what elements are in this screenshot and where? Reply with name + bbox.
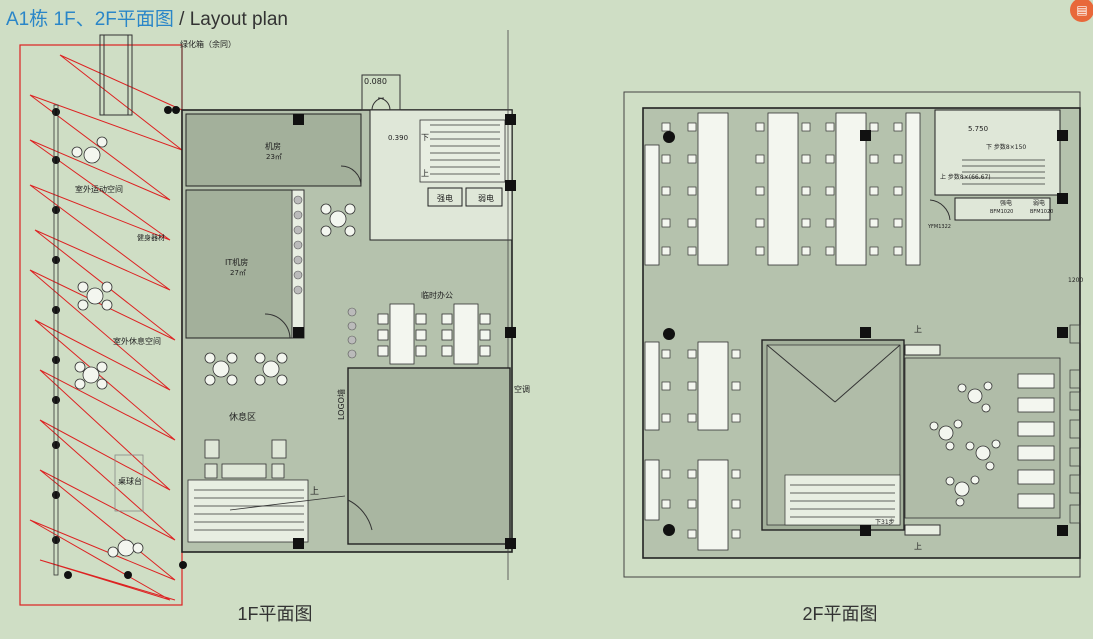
floor2-caption: 2F平面图 [802,604,878,624]
label-fitness: 健身器材 [137,233,165,242]
title-english: Layout plan [189,9,288,30]
floor1-caption: 1F平面图 [237,604,313,624]
lounge-tables-2f [929,381,1001,507]
label-weak-elec-2f: 弱电 [1033,199,1045,207]
label-down-1f: 下 [421,133,429,142]
label-it-area: 27㎡ [230,269,246,277]
page-title: A1栋 1F、2F平面图 / Layout plan [6,4,288,31]
label-up-1f-stair: 上 [421,169,429,178]
lounge-tables [71,136,356,558]
label-dim: 1200 [1068,277,1083,284]
label-aircon: 空调 [514,384,530,394]
label-door-a: BFM1020 [990,209,1013,215]
temp-office-desks [377,303,491,365]
label-weak-elec-1f: 弱电 [478,193,494,203]
office-desks-2f [644,112,1055,551]
stair-1f-bottom [187,479,346,543]
label-up-1f: 上 [310,486,319,497]
floor1-columns [293,114,516,549]
floor2-plan: 5.750 下 步数8×150 上 步数8×(66.67) 强电 弱电 BFM1… [623,91,1083,578]
label-strong-elec-1f: 强电 [437,193,453,203]
label-steps-top: 下 步数8×150 [986,143,1026,151]
label-outdoor-rest: 室外休息空间 [113,336,161,346]
label-it-room: IT机房 [225,257,248,267]
floor1-plan: 绿化箱（余同） 室外运动空间 健身器材 室外休息空间 桌球台 机房 23㎡ IT… [19,30,530,606]
label-logo-wall: LOGO墙 [336,389,346,420]
label-level-2f: 5.750 [968,125,988,133]
floor2-round-columns [663,131,675,536]
floor2-columns [860,130,1068,536]
label-temp-office: 临时办公 [421,290,453,300]
office-chairs-2f [661,122,903,539]
label-steps-mid: 上 步数8×(66.67) [940,173,991,181]
share-icon[interactable]: ▤ [1070,0,1093,22]
label-level-top: 0.080 [364,77,387,86]
title-chinese: A1栋 1F、2F平面图 [6,9,174,30]
label-down-steps: 下31步 [875,518,895,526]
label-door-b: BFM1020 [1030,209,1053,215]
label-door-c: YFM1322 [927,224,951,230]
label-machine-area: 23㎡ [266,153,282,161]
label-greening-box: 绿化箱（余同） [180,39,236,49]
outdoor-hatching [29,54,183,601]
stair-1f-top [419,119,506,183]
label-up-2f-b: 上 [914,542,922,551]
label-rest-area: 休息区 [229,411,256,423]
label-outdoor-sports: 室外运动空间 [75,184,123,194]
label-billiards: 桌球台 [118,476,142,486]
label-up-2f-a: 上 [914,325,922,334]
label-machine-room: 机房 [265,141,281,151]
label-strong-elec-2f: 强电 [1000,199,1012,207]
title-separator: / [173,9,190,30]
label-level-stair: 0.390 [388,134,408,142]
